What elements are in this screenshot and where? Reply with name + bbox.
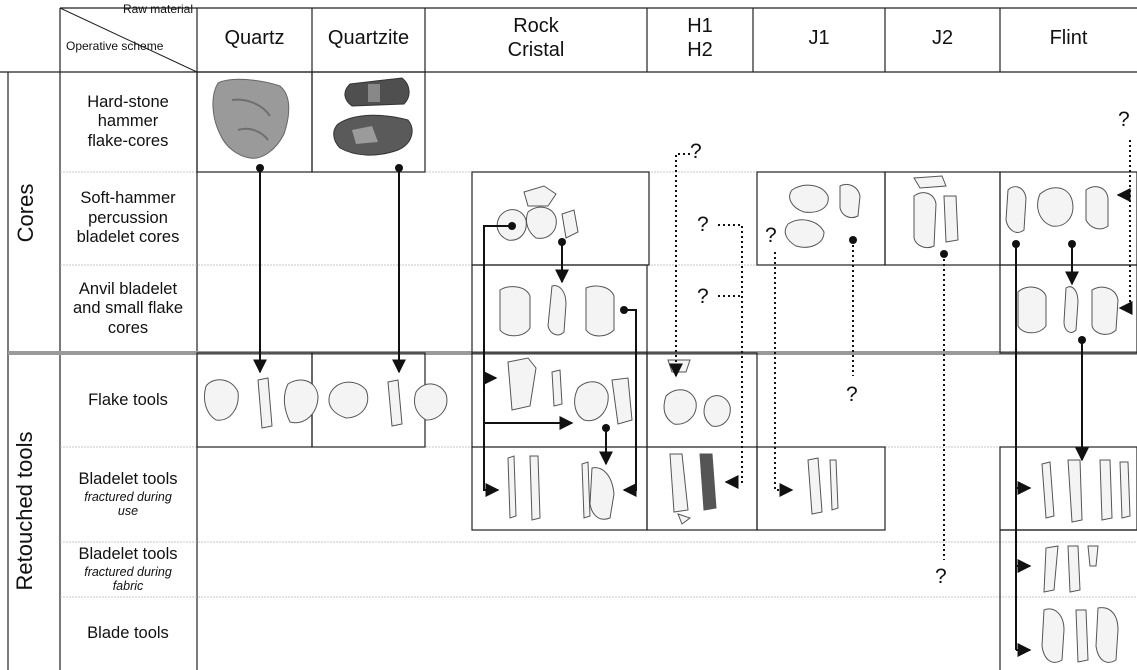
quartz-core-photo bbox=[213, 79, 289, 158]
row-label-line: Anvil bladelet bbox=[79, 280, 177, 299]
corner-operative-scheme: Operative scheme bbox=[66, 40, 163, 54]
row-label-blade-tools: Blade tools bbox=[60, 597, 196, 670]
column-header-line: Quartzite bbox=[328, 27, 409, 51]
row-label-bladelet-fabric: Bladelet tools fractured during fabric bbox=[60, 542, 196, 597]
group-label-retouched-tools: Retouched tools bbox=[12, 431, 38, 591]
unknown-mark: ? bbox=[765, 224, 777, 248]
quartzite-core-photo bbox=[334, 78, 412, 155]
row-label-line: cores bbox=[108, 319, 148, 338]
unknown-mark: ? bbox=[690, 140, 702, 164]
row-label-line: Flake tools bbox=[88, 391, 168, 410]
column-header-h1h2: H1 H2 bbox=[647, 10, 753, 68]
column-header-line: Flint bbox=[1050, 27, 1088, 51]
group-label-cores: Cores bbox=[13, 183, 39, 243]
row-label-line: Bladelet tools bbox=[78, 470, 177, 489]
row-label-soft-hammer: Soft-hammer percussion bladelet cores bbox=[60, 172, 196, 265]
row-label-line: percussion bbox=[88, 209, 168, 228]
row-label-line: Blade tools bbox=[87, 624, 169, 643]
row-label-line: and small flake bbox=[73, 299, 183, 318]
column-header-line: Cristal bbox=[508, 39, 565, 63]
column-header-flint: Flint bbox=[1000, 10, 1137, 68]
unknown-mark: ? bbox=[1118, 108, 1130, 132]
row-label-line: Hard-stone bbox=[87, 93, 169, 112]
row-label-line: flake-cores bbox=[88, 132, 169, 151]
unknown-mark: ? bbox=[697, 213, 709, 237]
column-header-quartzite: Quartzite bbox=[312, 10, 425, 68]
row-label-flake-tools: Flake tools bbox=[60, 355, 196, 447]
column-header-rock-cristal: Rock Cristal bbox=[425, 10, 647, 68]
artifact-drawings bbox=[204, 176, 1130, 662]
column-header-line: J2 bbox=[932, 27, 953, 51]
row-label-bladelet-use: Bladelet tools fractured during use bbox=[60, 447, 196, 542]
row-label-anvil: Anvil bladelet and small flake cores bbox=[60, 265, 196, 353]
column-header-j1: J1 bbox=[753, 10, 885, 68]
row-label-line: Bladelet tools bbox=[78, 545, 177, 564]
column-header-line: H2 bbox=[687, 39, 713, 63]
row-label-hard-stone: Hard-stone hammer flake-cores bbox=[60, 72, 196, 172]
unknown-mark: ? bbox=[935, 565, 947, 589]
row-label-line: bladelet cores bbox=[77, 228, 180, 247]
column-header-j2: J2 bbox=[885, 10, 1000, 68]
unknown-mark: ? bbox=[697, 285, 709, 309]
row-label-line: Soft-hammer bbox=[80, 189, 175, 208]
column-header-quartz: Quartz bbox=[197, 10, 312, 68]
unknown-mark: ? bbox=[846, 383, 858, 407]
row-label-line: hammer bbox=[98, 112, 159, 131]
column-header-line: H1 bbox=[687, 15, 713, 39]
row-label-subtitle: fractured during fabric bbox=[78, 565, 178, 594]
column-header-line: Quartz bbox=[224, 27, 284, 51]
column-header-line: Rock bbox=[513, 15, 559, 39]
corner-raw-material: Raw material bbox=[120, 3, 193, 17]
cell-boxes bbox=[197, 72, 1137, 670]
row-label-subtitle: fractured during use bbox=[78, 490, 178, 519]
column-header-line: J1 bbox=[808, 27, 829, 51]
